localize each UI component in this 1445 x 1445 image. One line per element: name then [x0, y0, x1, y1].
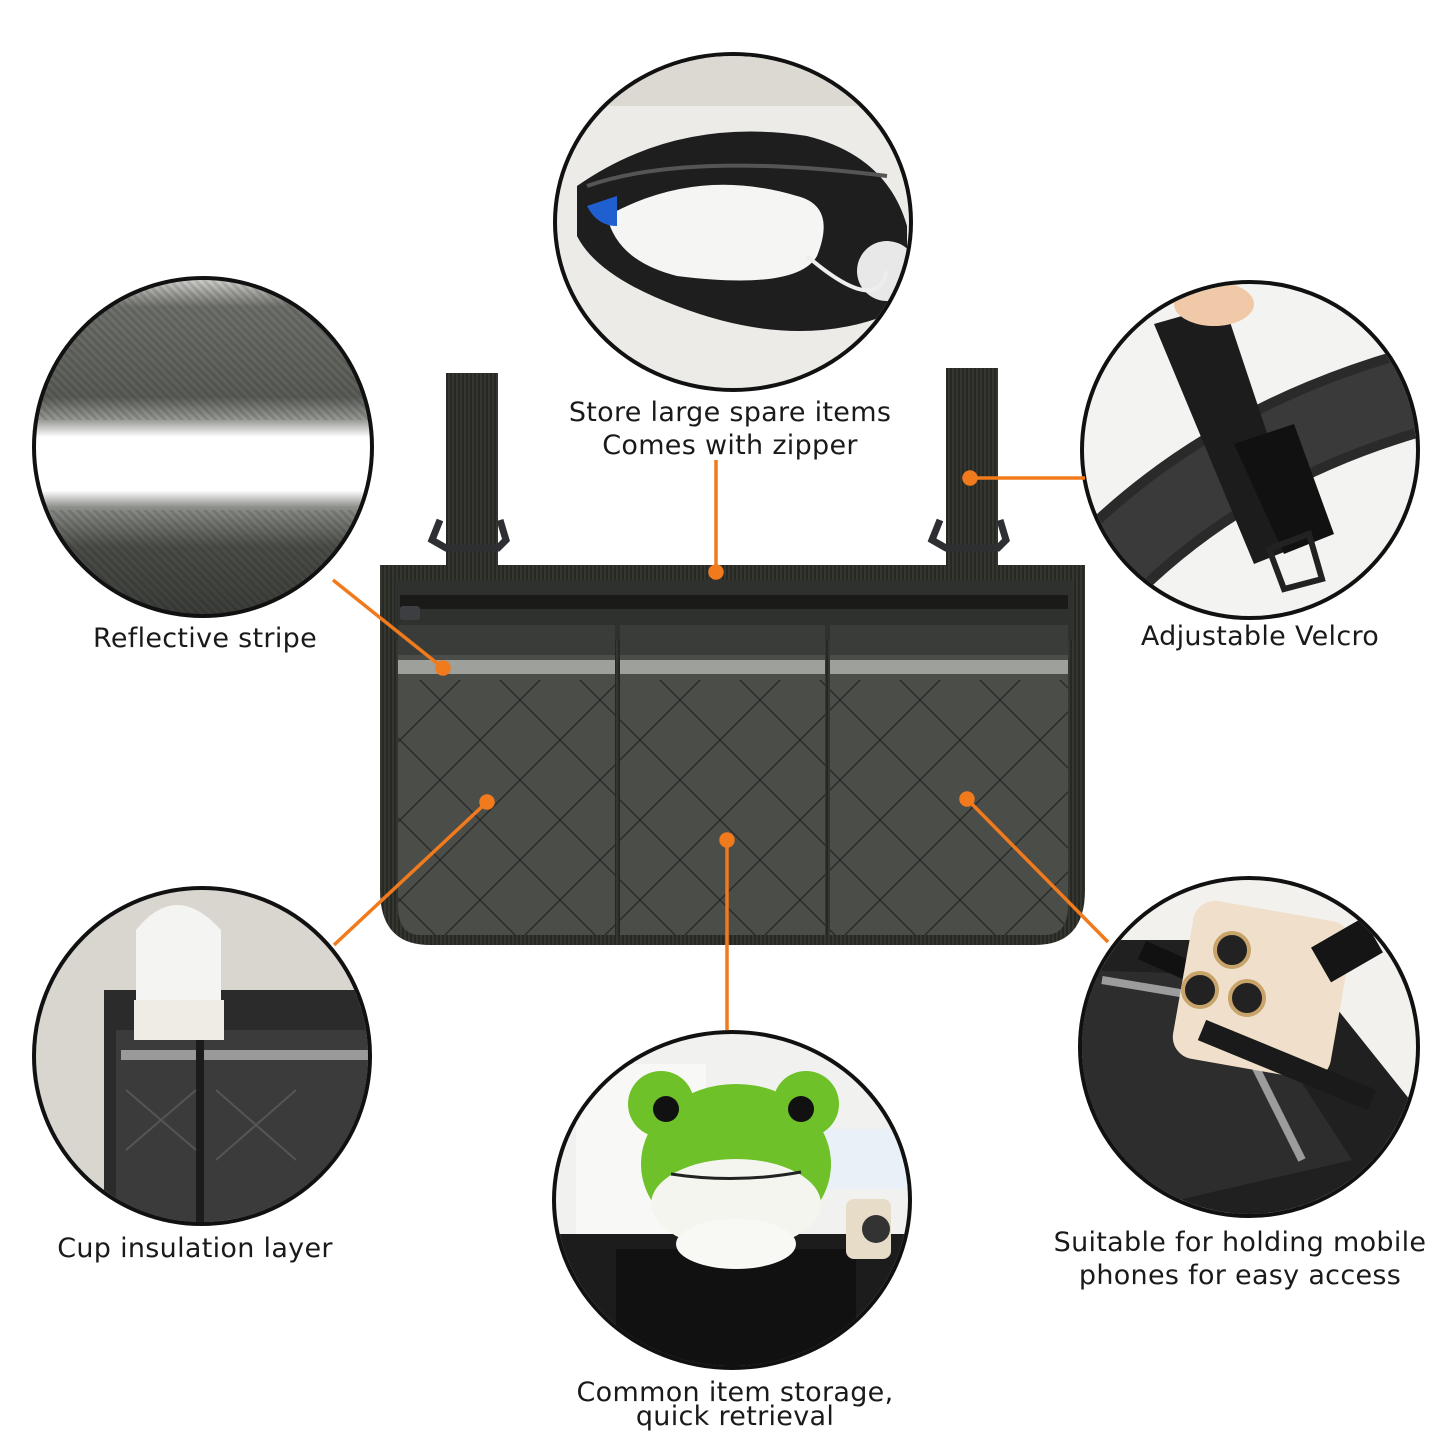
velcro-callout-label: Adjustable Velcro	[1140, 621, 1380, 652]
callout-leader-lines	[331, 460, 1110, 1030]
pocket-middle	[620, 625, 825, 935]
pocket-right	[830, 625, 1068, 935]
zipper-compartment-photo	[553, 52, 913, 392]
mobile-phone-icon	[1082, 900, 1416, 1214]
diaper-icon	[557, 56, 909, 331]
reflective-stripe-photo	[32, 276, 374, 618]
common-storage-photo	[552, 1030, 912, 1370]
storage-callout-label: Common item storage, quick retrieval	[576, 1377, 894, 1432]
reflective-callout-label: Reflective stripe	[93, 623, 317, 654]
baby-bottle-icon	[104, 905, 368, 1222]
phone-pocket-photo	[1078, 876, 1420, 1218]
phone-callout-label: Suitable for holding mobile phones for e…	[1053, 1227, 1427, 1291]
pocket-left	[398, 625, 615, 935]
zipper-pull	[400, 606, 420, 620]
cup-pocket-photo	[32, 886, 372, 1226]
fabric-texture-icon	[36, 280, 370, 614]
right-strap	[946, 368, 998, 573]
cup-callout-label: Cup insulation layer	[57, 1233, 333, 1264]
velcro-strap-photo	[1080, 280, 1420, 620]
velcro-strap-icon	[1084, 284, 1416, 616]
plush-frog-icon	[556, 1064, 908, 1366]
zipper-callout-label: Store large spare items Comes with zippe…	[568, 397, 892, 461]
left-strap	[446, 373, 498, 573]
